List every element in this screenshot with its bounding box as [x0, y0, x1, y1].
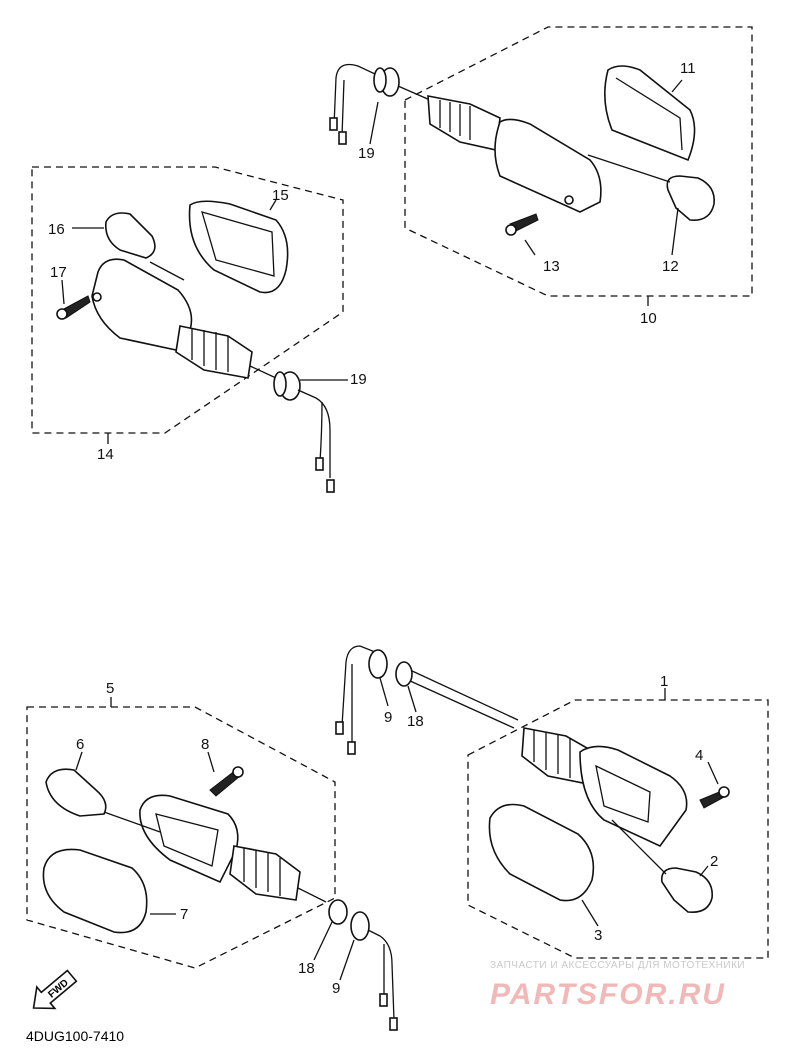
fwd-arrow-icon: FWD	[32, 969, 78, 1010]
stem-5	[229, 845, 301, 901]
callout-8: 8	[201, 736, 209, 753]
lens-3	[488, 803, 595, 902]
wire-harness-1	[341, 645, 381, 727]
housing-10	[494, 118, 602, 213]
housing-5	[139, 794, 239, 884]
connector-icon	[315, 457, 324, 471]
bulb-6	[45, 768, 107, 817]
assembly-group-10: 11 13 12 10 19	[329, 26, 753, 327]
callout-9-left: 9	[332, 980, 340, 997]
callout-14: 14	[97, 446, 114, 463]
callout-4: 4	[695, 747, 703, 764]
callout-5: 5	[106, 680, 114, 697]
callout-9-right: 9	[384, 709, 392, 726]
callout-10: 10	[640, 310, 657, 327]
callout-16: 16	[48, 221, 65, 238]
watermark-subtitle: ЗАПЧАСТИ И АКСЕССУАРЫ ДЛЯ МОТОТЕХНИКИ	[490, 960, 745, 971]
lens-15	[188, 200, 289, 294]
connector-icon	[347, 741, 356, 755]
group-1-boundary	[467, 699, 769, 959]
callout-19-top: 19	[358, 145, 375, 162]
assembly-group-14: 15 16 17 19 14	[31, 166, 367, 493]
group-5-boundary	[26, 706, 336, 969]
callout-12: 12	[662, 258, 679, 275]
connector-icon	[389, 1017, 398, 1031]
stem-10	[427, 95, 501, 151]
assembly-group-5: 5 6 8 7 18 9	[26, 680, 398, 1031]
callout-7: 7	[180, 906, 188, 923]
callout-17: 17	[50, 264, 67, 281]
connector-icon	[329, 117, 338, 131]
callout-18-left: 18	[298, 960, 315, 977]
lens-11	[604, 65, 696, 162]
watermark-brand: PARTSFOR.RU	[490, 978, 726, 1011]
callout-11: 11	[680, 60, 696, 77]
cable-1	[409, 669, 519, 721]
callout-1: 1	[660, 673, 668, 690]
callout-18-right: 18	[407, 713, 424, 730]
wire-harness-10	[333, 63, 393, 127]
callout-2: 2	[710, 853, 718, 870]
group-10-boundary	[404, 26, 753, 297]
grommet-18-left	[328, 899, 348, 925]
lens-7	[42, 848, 148, 934]
connector-icon	[338, 131, 347, 145]
wire-harness-5	[367, 929, 395, 1021]
housing-1	[579, 745, 688, 848]
stem-14	[175, 325, 253, 379]
connector-icon	[379, 993, 388, 1007]
bulb-2	[660, 867, 713, 914]
assembly-group-1: 1 4 2 3 9 18	[335, 645, 769, 959]
grommet-9-left	[350, 911, 370, 941]
callout-15: 15	[272, 187, 289, 204]
diagram-code: 4DUG100-7410	[26, 1028, 124, 1044]
connector-icon	[335, 721, 344, 735]
bulb-16	[104, 212, 156, 259]
callout-3: 3	[594, 927, 602, 944]
callout-19-left: 19	[350, 371, 367, 388]
group-14-boundary	[31, 166, 344, 434]
watermark: ЗАПЧАСТИ И АКСЕССУАРЫ ДЛЯ МОТОТЕХНИКИ PA…	[490, 960, 745, 1011]
wire-harness-14	[297, 389, 331, 478]
callout-13: 13	[543, 258, 560, 275]
grommet-18-right	[395, 661, 413, 687]
callout-6: 6	[76, 736, 84, 753]
bulb-12	[666, 175, 715, 221]
connector-icon	[326, 479, 335, 493]
housing-14	[91, 258, 193, 351]
grommet-9-right	[368, 649, 388, 679]
